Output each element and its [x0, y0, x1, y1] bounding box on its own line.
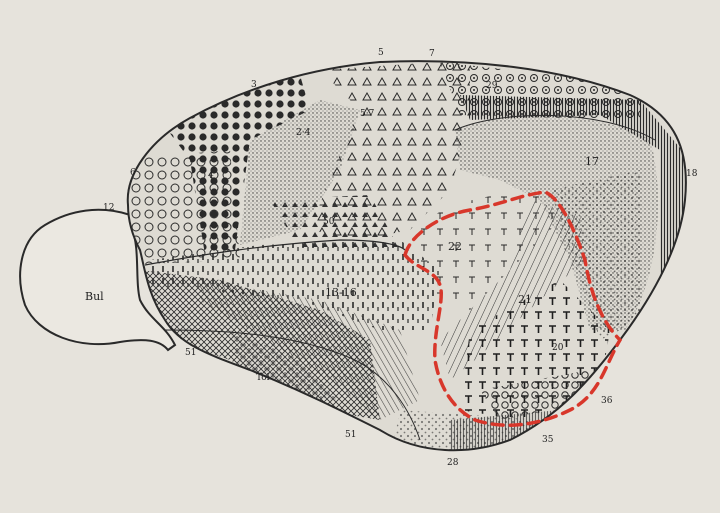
label-area-22: 22	[448, 240, 462, 253]
label-area-5: 5	[378, 48, 384, 58]
label-area-28: 28	[447, 458, 459, 468]
label-area-tol: Tol	[256, 373, 270, 383]
label-area-21: 21	[518, 293, 532, 306]
label-area-18: 18	[686, 169, 698, 179]
label-area-35: 35	[542, 435, 554, 445]
label-area-2-4: 2·4	[296, 128, 311, 138]
label-area-51-left: 51	[185, 348, 196, 358]
label-area-7: 7	[429, 49, 435, 59]
label-area-13-16: 13-16	[325, 286, 357, 299]
label-bulb: Bul	[85, 290, 104, 303]
label-area-29: 29	[486, 81, 498, 91]
label-area-51-bottom: 51	[345, 430, 356, 440]
label-area-4: 4	[208, 171, 214, 181]
label-area-3: 3	[251, 80, 257, 90]
label-area-6: 6	[130, 168, 136, 178]
label-area-36: 36	[601, 396, 613, 406]
label-area-12: 12	[103, 203, 114, 213]
label-area-20: 20	[552, 343, 564, 353]
label-area-50: 50	[323, 217, 335, 227]
label-area-5-7: 5·7	[360, 109, 375, 119]
label-area-17: 17	[585, 155, 599, 168]
